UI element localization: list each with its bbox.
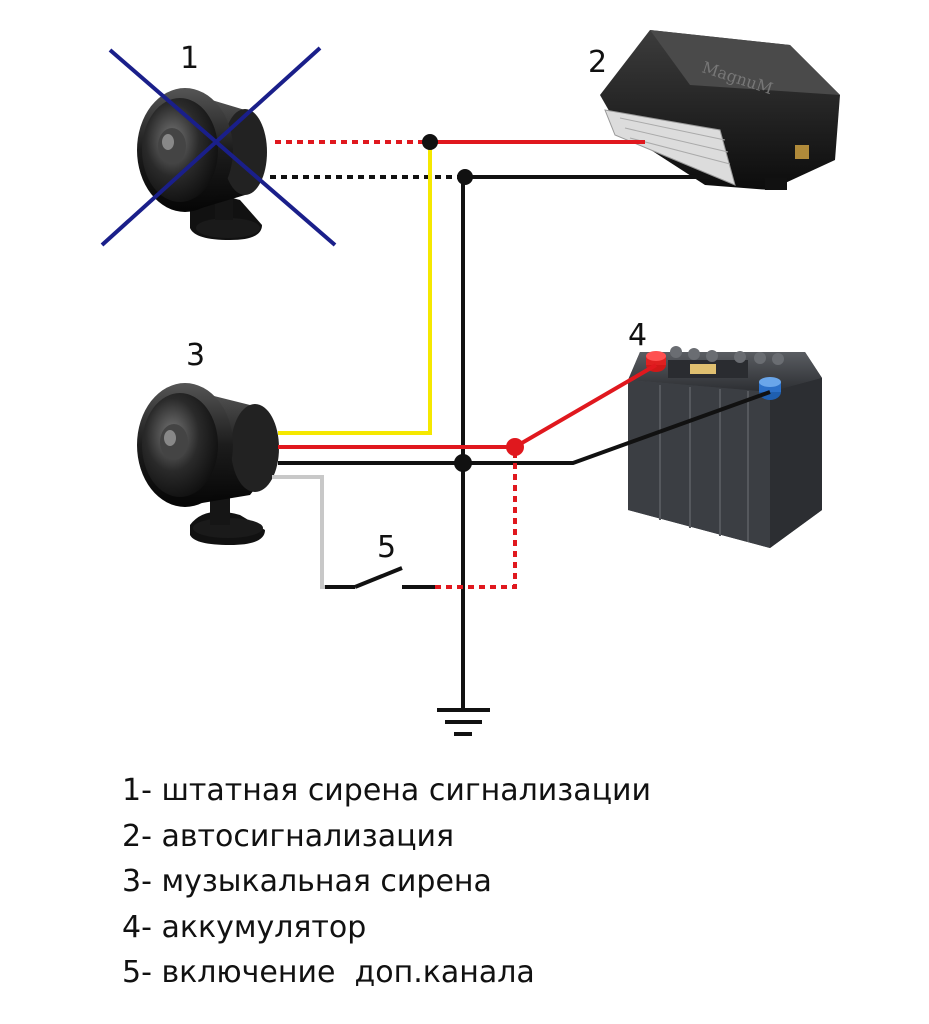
music-siren-icon [137,383,279,545]
switch-control-wire [272,475,355,589]
legend-item: 1- штатная сирена сигнализации [122,773,652,808]
legend-item: 4- аккумулятор [122,909,367,945]
cross-line-1 [108,48,337,247]
battery-minus-terminal [759,377,781,400]
junction-dot [454,454,472,472]
label-2: 2 [588,45,607,80]
ground-symbol-icon [437,708,490,736]
battery-minus-wire [278,390,771,465]
signal-wire [278,142,432,435]
junction-dot [506,438,524,456]
wiring-diagram: MagnuM [100,30,840,736]
legend-item: 5- включение доп.канала [122,955,535,990]
cross-line-2 [100,46,322,247]
legend-item: 3- музыкальная сирена [122,864,492,899]
legend-item: 2- автосигнализация [122,818,455,854]
junction-dot [457,169,473,185]
junction-dot [422,134,438,150]
switch-icon [325,566,435,589]
label-3: 3 [186,338,205,373]
legend: 1- штатная сирена сигнализации 2- автоси… [122,768,651,996]
switch-plus-wire [435,447,517,589]
label-1: 1 [180,41,199,76]
alarm-control-unit-icon: MagnuM [600,30,840,190]
label-4: 4 [628,318,647,353]
original-siren-icon [137,88,267,240]
label-5: 5 [377,530,396,565]
car-battery-icon [628,346,822,548]
wires [270,134,771,736]
